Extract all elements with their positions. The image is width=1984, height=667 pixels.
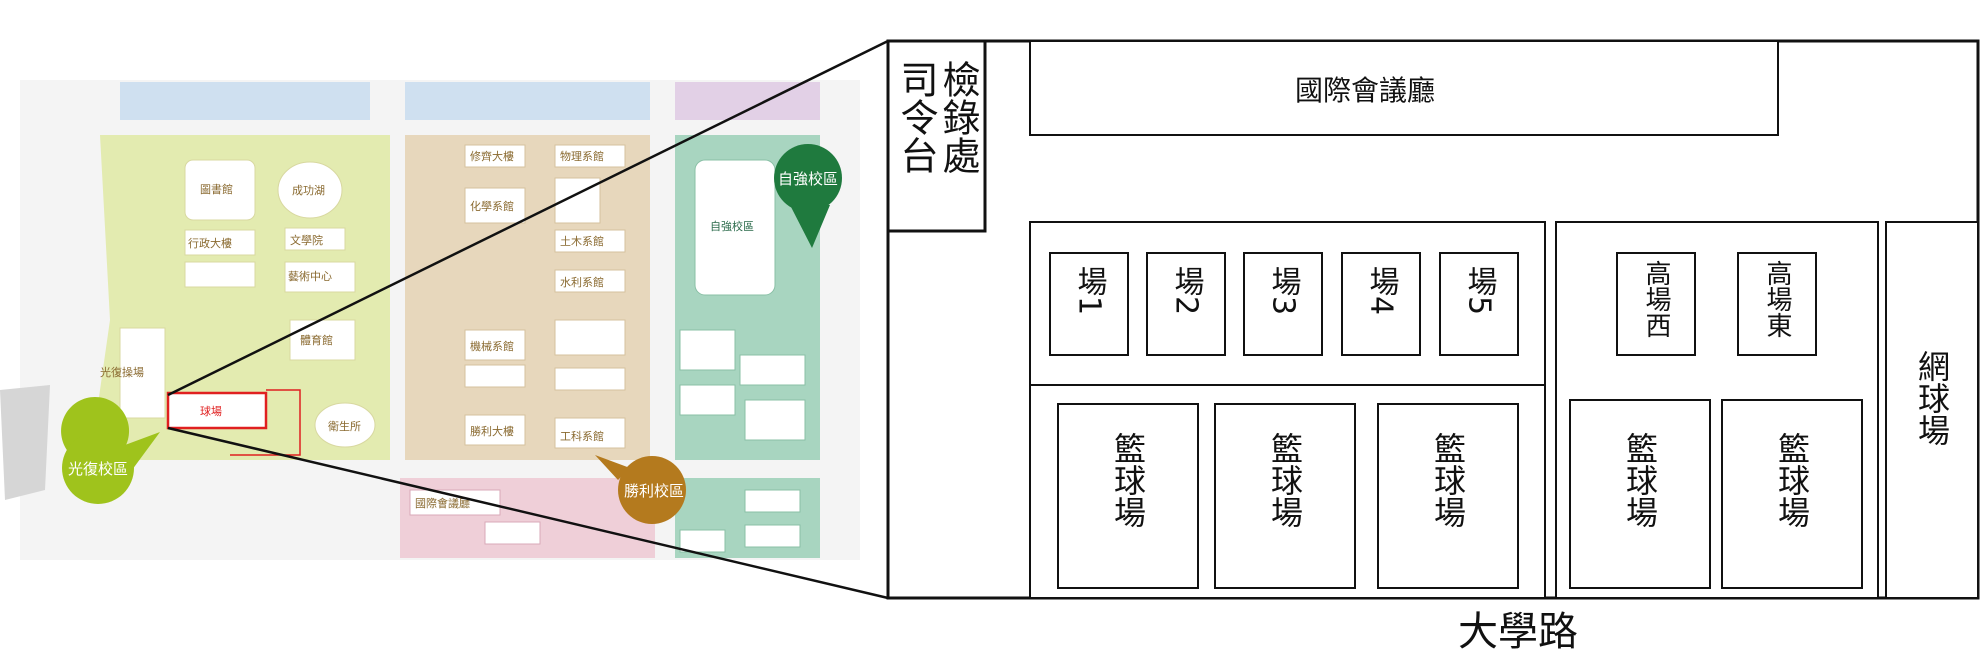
high-field-east-label: 高場東: [1762, 260, 1792, 338]
map-label-college: 成功湖: [292, 184, 325, 197]
map-label-liberal: 文學院: [290, 233, 323, 247]
command-post-box[interactable]: [886, 39, 987, 233]
shengli-marker[interactable]: 勝利校區: [595, 455, 686, 524]
court-area-highlight[interactable]: [166, 391, 268, 430]
map-label-admin: 行政大樓: [188, 236, 232, 250]
map-label-kuang: 修齊大樓: [470, 149, 514, 163]
map-label-court: 球場: [200, 404, 222, 418]
guangfu-marker[interactable]: 光復校區: [61, 397, 160, 504]
map-label-stadium: 光復操場: [100, 365, 144, 379]
command-post-label: 司令台: [894, 60, 938, 174]
top-blue-block-2: [405, 82, 650, 120]
field-5-label: 場5: [1462, 266, 1497, 315]
map-label-sport: 體育館: [300, 333, 333, 347]
tennis-court-box[interactable]: [1885, 221, 1979, 599]
field-2-label: 場2: [1169, 266, 1204, 315]
field-2-box[interactable]: [1146, 252, 1226, 356]
field-4-label: 場4: [1364, 266, 1399, 315]
tennis-court-label: 網球場: [1913, 350, 1951, 446]
field-1-label: 場1: [1072, 266, 1107, 315]
basketball-court-2-label: 籃球場: [1266, 432, 1304, 528]
top-blue-block: [120, 82, 370, 120]
inspection-label: 檢錄處: [936, 60, 980, 174]
shengli-campus-area: [405, 135, 650, 460]
top-purple-block: [675, 82, 820, 120]
map-label-res: 自強校區: [710, 219, 754, 233]
ziqiang-marker-label: 自強校區: [778, 170, 838, 188]
field-5-box[interactable]: [1439, 252, 1519, 356]
map-label-mech: 機械系館: [470, 339, 514, 353]
basketball-court-5[interactable]: [1721, 399, 1863, 589]
basketball-court-1[interactable]: [1057, 403, 1199, 589]
field-4-box[interactable]: [1341, 252, 1421, 356]
guangfu-marker-label: 光復校區: [68, 460, 128, 478]
high-field-west-label: 高場西: [1641, 260, 1671, 338]
map-label-arts: 藝術中心: [288, 270, 332, 283]
conference-hall-label: 國際會議廳: [1295, 74, 1435, 107]
basketball-court-2[interactable]: [1214, 403, 1356, 589]
map-label-guesthouse: 國際會議廳: [415, 496, 470, 510]
map-label-physics: 物理系館: [560, 149, 604, 163]
basketball-court-4-label: 籃球場: [1621, 432, 1659, 528]
ziqiang-marker[interactable]: 自強校區: [774, 144, 842, 248]
basketball-court-3[interactable]: [1377, 403, 1519, 589]
venue-detail-plan: [886, 39, 1980, 600]
map-label-civil: 土木系館: [560, 234, 604, 248]
shengli-marker-label: 勝利校區: [624, 482, 684, 500]
conference-hall-box[interactable]: [1029, 40, 1779, 136]
campus-overview-map: 圖書館 成功湖 行政大樓 文學院 藝術中心 光復操場 球場 體育館 衛生所 修齊…: [0, 80, 860, 560]
map-label-eng: 工科系館: [560, 429, 604, 443]
map-label-health: 衛生所: [328, 419, 361, 433]
map-label-dorm: 勝利大樓: [470, 424, 514, 438]
field-1-box[interactable]: [1049, 252, 1129, 356]
west-road: [0, 385, 50, 500]
map-label-chem: 化學系館: [470, 199, 514, 213]
high-field-east-box[interactable]: [1737, 252, 1817, 356]
basketball-court-3-label: 籃球場: [1429, 432, 1467, 528]
field-3-box[interactable]: [1243, 252, 1323, 356]
map-label-hydraulic: 水利系館: [560, 275, 604, 289]
high-field-west-box[interactable]: [1616, 252, 1696, 356]
zoom-connector-lines: [167, 39, 889, 600]
basketball-court-5-label: 籃球場: [1773, 432, 1811, 528]
field-3-label: 場3: [1266, 266, 1301, 315]
basketball-court-4[interactable]: [1569, 399, 1711, 589]
road-label: 大學路: [1458, 609, 1578, 655]
map-label-library: 圖書館: [200, 182, 233, 196]
basketball-court-1-label: 籃球場: [1109, 432, 1147, 528]
